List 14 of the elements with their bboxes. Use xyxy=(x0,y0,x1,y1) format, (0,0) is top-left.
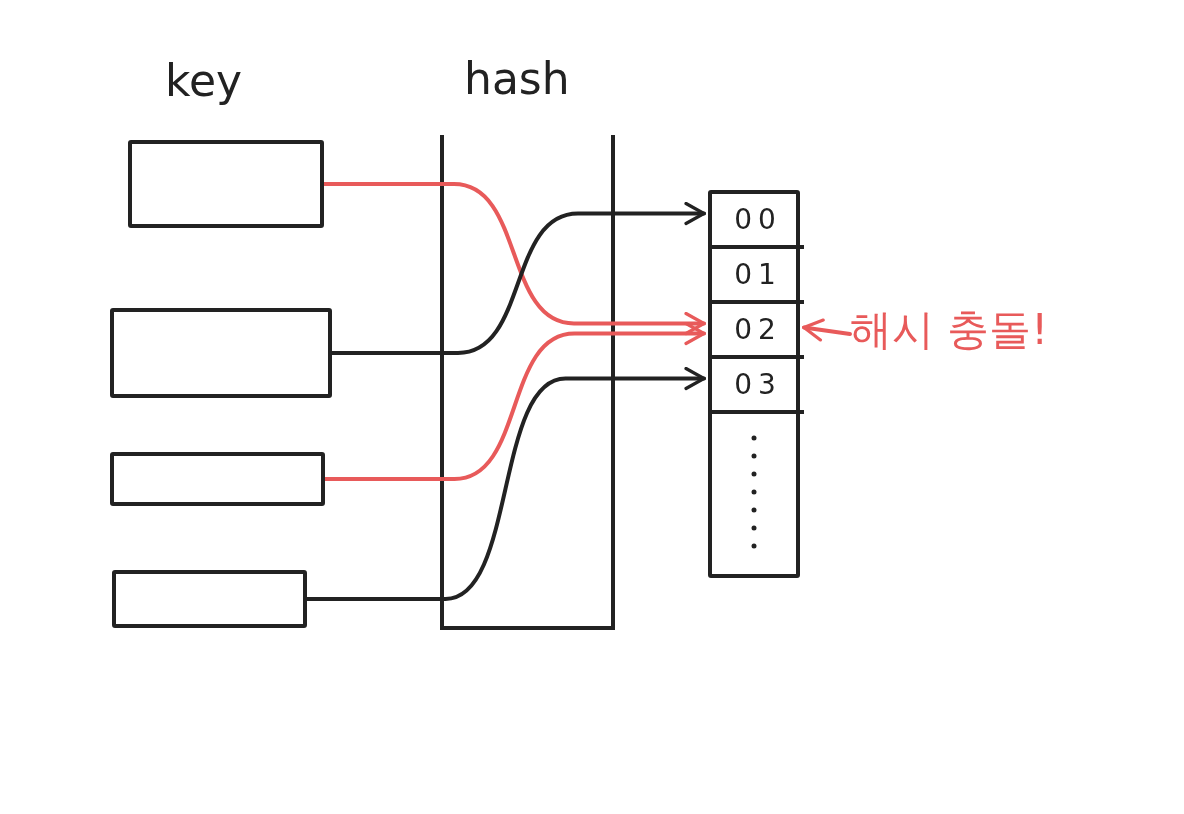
table-cell: 01 xyxy=(712,249,804,304)
collision-note: 해시 충돌! xyxy=(850,302,1050,358)
table-cell: 00 xyxy=(712,194,804,249)
arrow xyxy=(802,318,852,342)
key-box xyxy=(112,570,307,628)
arrow xyxy=(305,366,706,601)
column-heading: hash xyxy=(464,53,570,104)
key-box xyxy=(110,452,325,506)
key-box xyxy=(110,308,332,398)
table-cell: 02 xyxy=(712,304,804,359)
arrow xyxy=(330,201,706,355)
table-cell: 03 xyxy=(712,359,804,414)
key-box xyxy=(128,140,324,228)
column-heading: key xyxy=(165,55,243,106)
